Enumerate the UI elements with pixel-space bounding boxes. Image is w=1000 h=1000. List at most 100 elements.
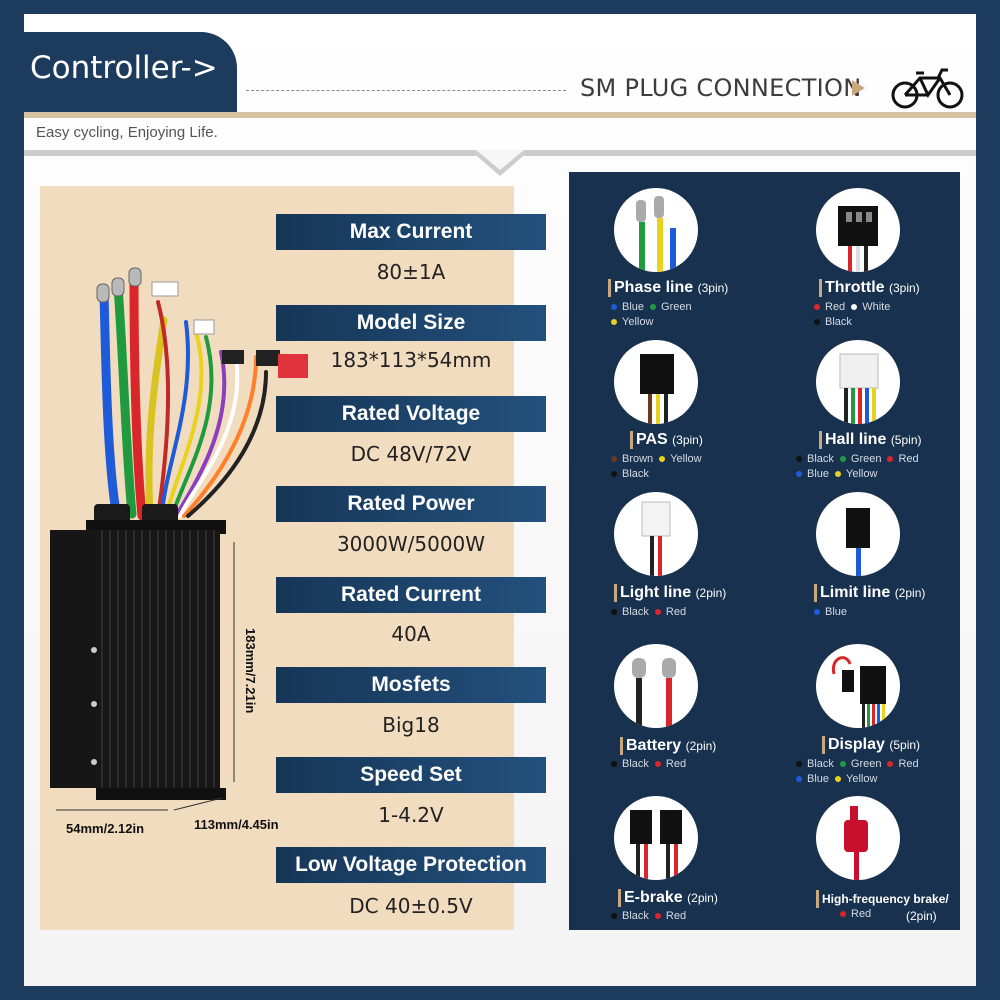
wire-label: Yellow [622, 316, 654, 328]
wire-red: Red [814, 300, 845, 315]
wire-label: Green [661, 301, 692, 313]
wire-color-dot [851, 304, 858, 311]
connector-name-hall-line: Hall line (5pin) [819, 431, 922, 449]
wire-blue: Blue [796, 467, 829, 482]
wire-color-dot [659, 456, 666, 463]
pas-connector-icon [614, 340, 698, 424]
spec-value-rated-voltage: DC 48V/72V [350, 442, 472, 466]
connector-pins-hf-brake: (2pin) [906, 909, 937, 923]
wire-color-dot [611, 913, 617, 920]
spec-label-rated-power: Rated Power [276, 486, 546, 522]
spec-value-speed-set: 1-4.2V [378, 803, 444, 827]
hall-connector-icon [816, 340, 900, 424]
divider-notch-inner [476, 150, 524, 170]
battery-terminal-icon [614, 644, 698, 728]
wire-label: Red [898, 758, 919, 770]
wire-label: Brown [622, 453, 654, 465]
throttle-connector-icon [816, 188, 900, 272]
wire-label: Black [622, 910, 649, 922]
spec-value-max-current: 80±1A [376, 260, 446, 284]
wire-color-dot [611, 609, 617, 616]
spec-value-low-voltage-protection: DC 40±0.5V [349, 894, 473, 918]
wire-red: Red [887, 452, 919, 467]
wire-color-dot [814, 609, 820, 616]
wire-green: Green [650, 300, 692, 315]
wire-legend-limit-line: Blue [814, 605, 853, 620]
wire-black: Black [611, 757, 649, 772]
wire-black: Black [796, 452, 834, 467]
wire-label: Black [825, 316, 852, 328]
spec-label-max-current: Max Current [276, 214, 546, 250]
spec-label-model-size: Model Size [276, 305, 546, 341]
wire-label: Black [807, 758, 834, 770]
wire-black: Black [611, 909, 649, 924]
spec-label-rated-current: Rated Current [276, 577, 546, 613]
slogan: Easy cycling, Enjoying Life. [36, 124, 218, 141]
connector-name-limit-line: Limit line (2pin) [814, 584, 925, 602]
wire-color-dot [650, 304, 657, 311]
wire-black: Black [796, 757, 834, 772]
wire-color-dot [611, 761, 617, 768]
wire-blue: Blue [814, 605, 847, 620]
brand-tab: Controller-> [24, 32, 237, 112]
play-arrow-icon [852, 80, 865, 96]
wire-red: Red [840, 907, 871, 922]
wire-label: Black [622, 468, 649, 480]
wire-label: Red [665, 606, 687, 618]
connector-name-throttle: Throttle (3pin) [819, 279, 920, 297]
header-accent-bar [24, 112, 976, 118]
wire-black: Black [814, 315, 852, 330]
wire-color-dot [839, 456, 846, 463]
wire-label: Red [851, 908, 872, 920]
wire-color-dot [887, 456, 894, 463]
wire-yellow: Yellow [835, 772, 877, 787]
spec-value-model-size: 183*113*54mm [330, 348, 492, 372]
display-connector-icon [816, 644, 900, 728]
wire-yellow: Yellow [835, 467, 877, 482]
depth-dimension: 113mm/4.45in [194, 817, 279, 832]
wire-red: Red [654, 605, 687, 620]
height-dimension: 183mm/7.21in [243, 628, 258, 714]
hf-brake-connector-icon [816, 796, 900, 880]
controller-image [50, 267, 308, 811]
wire-legend-hf-brake: Red [840, 907, 877, 922]
wire-white: White [851, 300, 890, 315]
header-divider [246, 90, 566, 91]
wire-color-dot [839, 761, 846, 768]
wire-label: Yellow [846, 773, 878, 785]
wire-blue: Blue [796, 772, 829, 787]
spec-value-mosfets: Big18 [382, 713, 440, 737]
bicycle-icon [891, 68, 964, 109]
wire-label: Blue [825, 606, 848, 618]
wire-label: Green [850, 453, 882, 465]
wire-label: White [862, 301, 891, 313]
connector-name-light-line: Light line (2pin) [614, 584, 726, 602]
wire-color-dot [796, 456, 802, 463]
wire-brown: Brown [611, 452, 653, 467]
connector-name-display: Display (5pin) [822, 736, 920, 754]
wire-blue: Blue [611, 300, 644, 315]
phase-line-icon [614, 188, 698, 272]
wire-color-dot [814, 304, 820, 311]
wire-color-dot [796, 761, 802, 768]
limit-connector-icon [816, 492, 900, 576]
ebrake-connector-icon [614, 796, 698, 880]
wire-label: Black [807, 453, 834, 465]
wire-color-dot [611, 304, 617, 311]
connector-name-phase-line: Phase line (3pin) [608, 279, 728, 297]
wire-label: Blue [807, 773, 830, 785]
wire-color-dot [796, 471, 802, 478]
wire-red: Red [654, 909, 686, 924]
wire-color-dot [814, 319, 820, 326]
wire-legend-ebrake: Black Red [611, 909, 692, 924]
wire-black: Black [611, 467, 649, 482]
spec-label-low-voltage-protection: Low Voltage Protection [276, 847, 546, 883]
wire-yellow: Yellow [659, 452, 702, 467]
wire-label: Blue [807, 468, 830, 480]
